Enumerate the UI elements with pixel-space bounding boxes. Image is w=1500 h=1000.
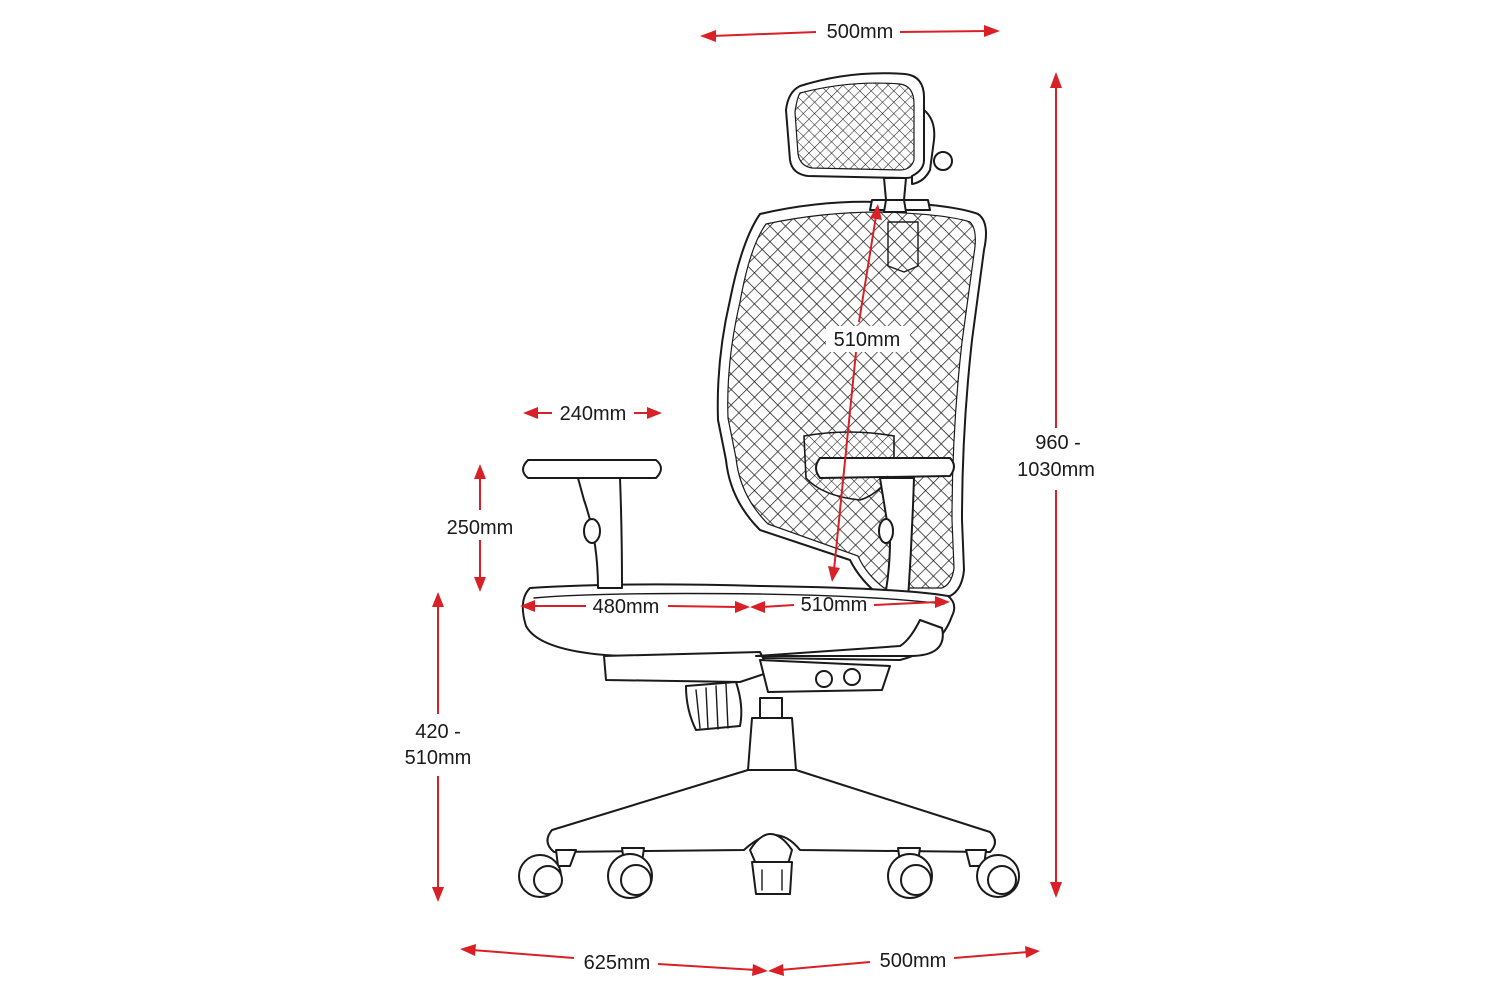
headrest [785,72,953,201]
dimension-seat-height: 420 - 510mm [405,592,472,902]
base-depth-label: 625mm [584,952,651,974]
seat-depth-label: 480mm [593,596,660,618]
caster-4 [887,847,933,899]
tilt-mechanism [603,619,944,731]
caster-5 [965,849,1020,898]
dimension-armrest-depth: 240mm [523,403,662,425]
seat-height-label-line1: 420 - [415,721,461,743]
star-base [546,769,996,865]
caster-2 [607,847,653,899]
dimension-overall-height: 960 - 1030mm [1017,72,1095,898]
seat-width-label: 510mm [801,594,868,616]
gas-lift [747,697,797,771]
base-width-label: 500mm [880,950,947,972]
caster-1 [518,849,577,898]
dimension-headrest-width: 500mm [700,21,1000,43]
backrest-height-label: 510mm [834,329,901,351]
dimension-lines: 500mm 960 - 1030mm 510mm 240mm [405,21,1095,976]
seat [521,583,956,661]
armrest-depth-label: 240mm [560,403,627,425]
dimension-armrest-height: 250mm [447,464,514,592]
overall-height-label-line2: 1030mm [1017,459,1095,481]
armrest-rear [815,457,955,621]
caster-3 [751,861,793,895]
overall-height-label-line1: 960 - [1035,432,1081,454]
dimension-base-depth: 625mm [460,944,768,976]
dimension-base-width: 500mm [768,946,1040,976]
dimension-backrest-height: 510mm [826,204,910,582]
armrest-height-label: 250mm [447,517,514,539]
dimension-seat-depth: 480mm [520,596,750,618]
armrest-front [522,459,662,589]
dimension-seat-width: 510mm [750,594,950,616]
casters [518,847,1020,899]
seat-height-label-line2: 510mm [405,747,472,769]
office-chair-illustration [518,72,1020,899]
headrest-width-label: 500mm [827,21,894,43]
